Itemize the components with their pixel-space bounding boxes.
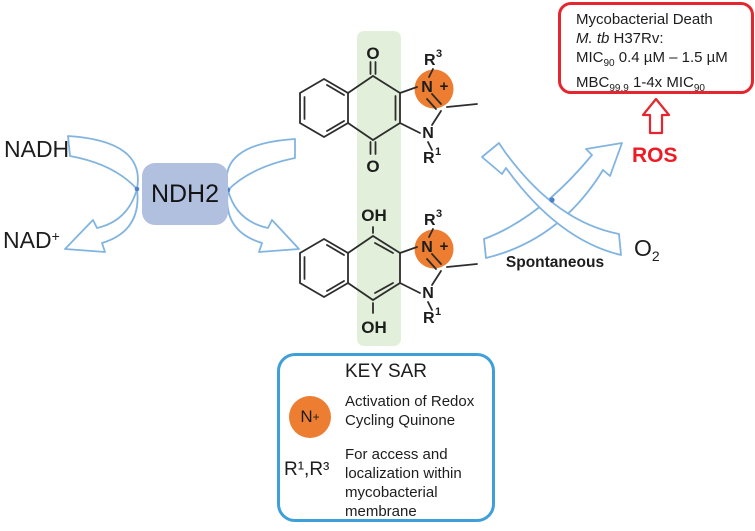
r1-label: R	[423, 310, 435, 327]
curved-arrow-o2-to-quinone-icon	[481, 142, 622, 256]
death-line-3: MIC90 0.4 µM – 1.5 µM	[576, 48, 747, 73]
mycobacterial-death-box: Mycobacterial Death M. tb H37Rv: MIC90 0…	[558, 2, 754, 94]
nad-base: NAD	[3, 227, 52, 253]
ndh2-label: NDH2	[150, 179, 220, 208]
mbc-base: MBC	[576, 74, 610, 91]
r3-superscript: 3	[436, 208, 442, 220]
key-sar-title: KEY SAR	[344, 361, 428, 382]
badge-plus-superscript: +	[312, 410, 320, 424]
n-plus-highlight-circle	[414, 69, 454, 109]
r3-superscript: 3	[436, 48, 442, 60]
r1-superscript: 1	[435, 146, 441, 158]
mbc-value: 1-4x MIC	[628, 74, 694, 91]
n-plus-badge: N+	[289, 396, 331, 438]
key-sar-box: KEY SAR N+ Activation of Redox Cycling Q…	[277, 353, 495, 522]
nadh-label: NADH	[4, 136, 70, 162]
nad-plus-label: NAD+	[3, 227, 60, 254]
nad-superscript: +	[51, 228, 60, 244]
n1-label: N	[422, 125, 434, 142]
curved-arrow-nadh-to-ndh2-icon	[67, 135, 139, 190]
mtb-strain-rest: H37Rv:	[609, 30, 664, 47]
carbonyl-o-bottom-label: O	[366, 157, 379, 176]
up-arrow-to-death-icon	[641, 97, 671, 135]
r1-superscript: 1	[435, 306, 441, 318]
key-sar-item2-text: For access and localization within mycob…	[345, 446, 462, 520]
curved-arrow-quinone-to-ndh2-icon	[225, 138, 296, 191]
death-line-4: MBC99.9 1-4x MIC90	[576, 73, 747, 98]
death-line-1: Mycobacterial Death	[576, 11, 713, 28]
carbonyl-o-top-label: O	[366, 44, 379, 63]
key-sar-item2-label: R¹,R³	[284, 459, 330, 480]
ndh2-enzyme-box: NDH2	[142, 163, 228, 225]
n-plus-label: N	[421, 239, 433, 256]
mic-base: MIC	[576, 49, 604, 66]
molecule-hydroquinone: OH OH N + N R 3 R 1	[299, 206, 478, 337]
curved-arrow-ndh2-to-nad-icon	[64, 188, 139, 253]
o2-base: O	[634, 235, 652, 261]
mic-subscript: 90	[603, 58, 615, 69]
o2-subscript: 2	[651, 248, 660, 264]
n1-label: N	[422, 285, 434, 302]
r3-label: R	[424, 212, 436, 229]
r1-label: R	[423, 150, 435, 167]
mic-value: 0.4 µM – 1.5 µM	[614, 49, 728, 66]
hydroxyl-top-label: OH	[361, 206, 387, 225]
hydroxyl-bottom-label: OH	[361, 318, 387, 337]
key-sar-item1-text: Activation of Redox Cycling Quinone	[345, 393, 475, 429]
mtb-strain-italic: M. tb	[576, 30, 610, 47]
o2-label: O2	[634, 235, 660, 264]
molecule-quinone: O O N + N R 3 R 1	[299, 44, 478, 176]
plus-sign: +	[440, 238, 449, 255]
n-plus-highlight-circle	[414, 229, 454, 269]
arrow-junction-dot	[134, 186, 140, 192]
n-plus-label: N	[421, 79, 433, 96]
arrow-junction-dot	[549, 197, 555, 203]
plus-sign: +	[440, 78, 449, 95]
badge-n: N	[300, 407, 313, 426]
ros-label: ROS	[632, 144, 678, 167]
mbc-mic-subscript: 90	[693, 83, 705, 94]
death-line-2: M. tb H37Rv:	[576, 29, 747, 48]
spontaneous-label: Spontaneous	[505, 254, 605, 271]
r3-label: R	[424, 52, 436, 69]
mbc-subscript: 99.9	[609, 83, 629, 94]
curved-arrow-ndh2-to-hydroquinone-icon	[226, 189, 300, 253]
